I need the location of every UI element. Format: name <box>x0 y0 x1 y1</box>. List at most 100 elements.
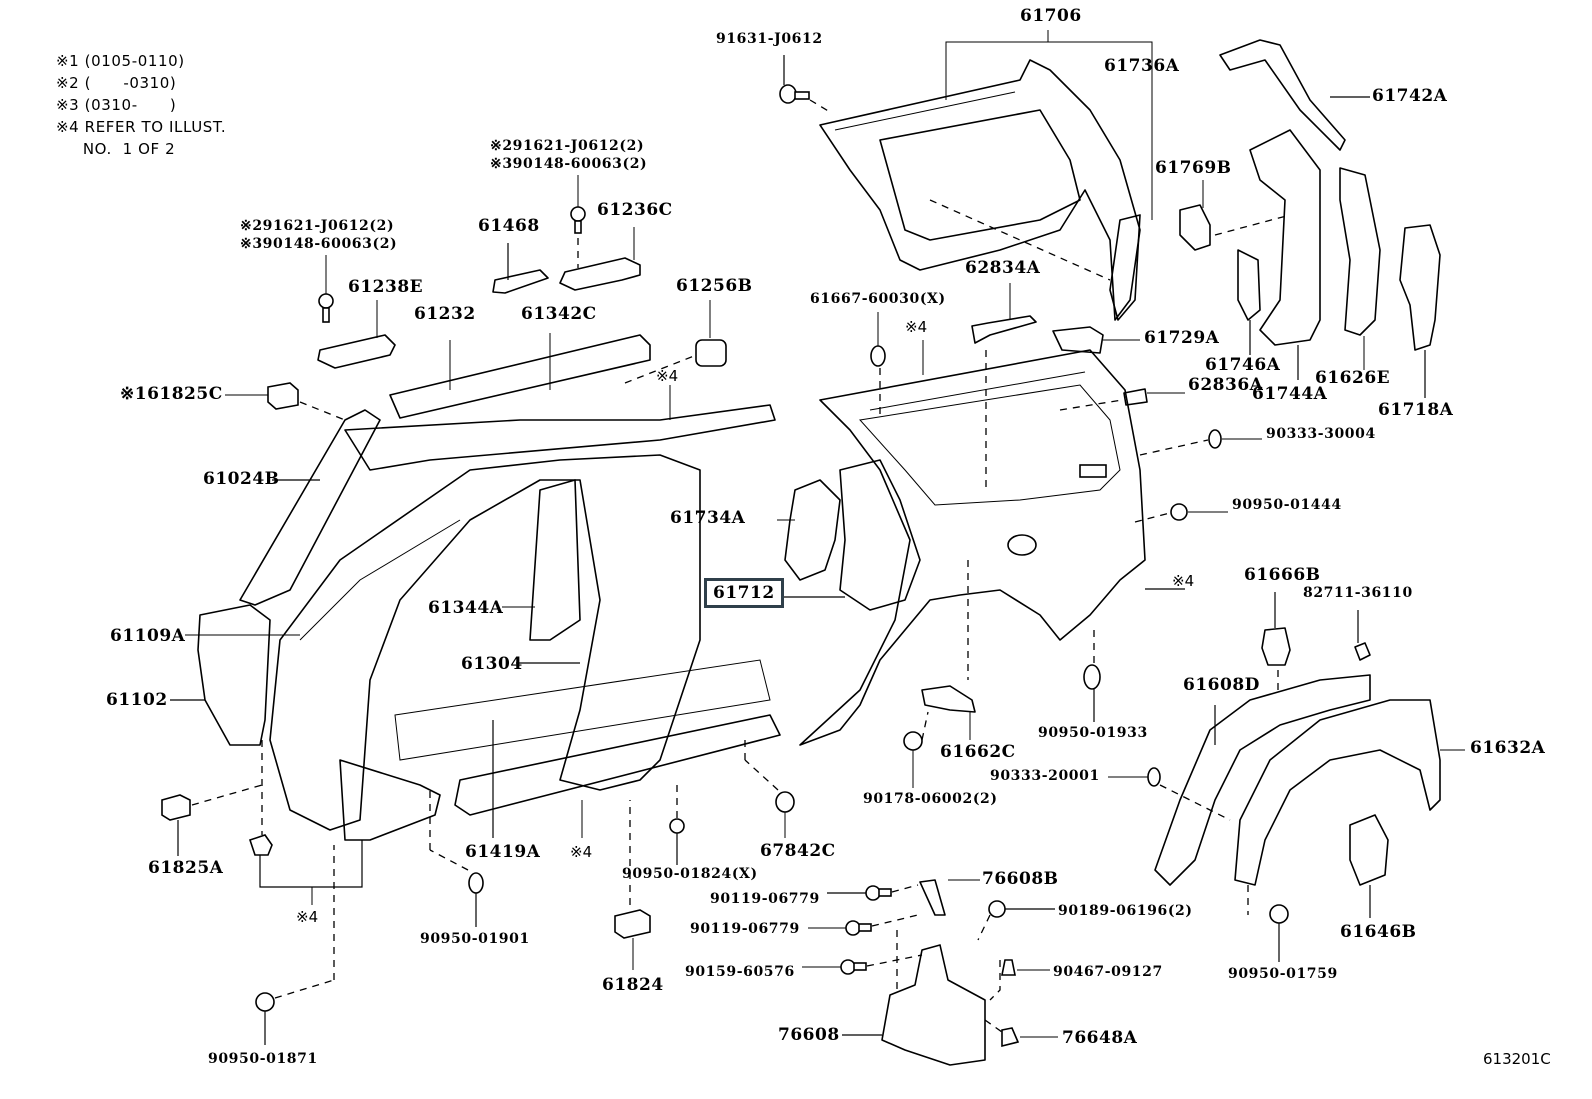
part-61736A[interactable] <box>1109 80 1153 321</box>
part-61632A-wheelhouse-outer[interactable] <box>1234 699 1465 915</box>
part-61646B[interactable] <box>1349 814 1389 918</box>
part-62834A[interactable] <box>971 283 1037 490</box>
part-90178-06002[interactable] <box>903 711 929 788</box>
part-90333-30004[interactable] <box>1139 429 1262 456</box>
callout-61742A[interactable]: 61742A <box>1372 86 1448 106</box>
callout-90333-30004[interactable]: 90333-30004 <box>1266 426 1376 442</box>
part-61468[interactable] <box>492 243 549 294</box>
callout-61825C[interactable]: ※161825C <box>120 384 223 404</box>
callout-61236C[interactable]: 61236C <box>597 200 673 220</box>
callout-61626E[interactable]: 61626E <box>1315 368 1391 388</box>
part-61825A[interactable] <box>161 784 263 856</box>
part-61769B[interactable] <box>1179 180 1291 251</box>
part-61667-60030[interactable] <box>870 312 886 420</box>
part-61824[interactable] <box>614 800 651 970</box>
part-61712-quarter-panel[interactable] <box>799 349 1146 746</box>
callout-61736A[interactable]: 61736A <box>1104 56 1180 76</box>
callout-61825A[interactable]: 61825A <box>148 858 224 878</box>
callout-91631-J0612[interactable]: 91631-J0612 <box>716 31 823 47</box>
callout-61608D[interactable]: 61608D <box>1183 675 1260 695</box>
part-61626E[interactable] <box>1339 167 1381 370</box>
callout-61632A[interactable]: 61632A <box>1470 738 1546 758</box>
part-61419A-rocker[interactable] <box>454 714 781 838</box>
callout-61102[interactable]: 61102 <box>106 690 168 710</box>
part-61024B-front-pillar[interactable] <box>239 404 776 606</box>
part-61706-quarter-frame[interactable] <box>819 30 1153 321</box>
callout-61344A[interactable]: 61344A <box>428 598 504 618</box>
part-61729A[interactable] <box>1052 326 1140 354</box>
part-61238E[interactable] <box>317 300 396 369</box>
part-61102-front-body[interactable] <box>170 604 271 746</box>
callout-61824[interactable]: 61824 <box>602 975 664 995</box>
callout-61746A[interactable]: 61746A <box>1205 355 1281 375</box>
callout-90189-06196[interactable]: 90189-06196(2) <box>1058 903 1193 919</box>
callout-61662C[interactable]: 61662C <box>940 742 1016 762</box>
part-90950-01444[interactable] <box>1134 503 1228 523</box>
part-61232-roof-rail[interactable] <box>389 334 651 419</box>
part-90950-01871[interactable] <box>255 845 335 1045</box>
part-90159-60576[interactable] <box>802 954 923 975</box>
callout-90950-01759[interactable]: 90950-01759 <box>1228 966 1338 982</box>
part-90950-01901[interactable] <box>429 790 484 927</box>
part-62836A[interactable] <box>1059 388 1185 411</box>
part-67842C[interactable] <box>744 735 795 838</box>
part-61256B[interactable] <box>624 300 727 384</box>
part-61608D-wheelhouse[interactable] <box>1154 674 1371 886</box>
part-90119-06779-b[interactable] <box>808 914 919 936</box>
part-61742A[interactable] <box>1219 39 1370 151</box>
callout-90950-01871[interactable]: 90950-01871 <box>208 1051 318 1067</box>
callout-90159-60576[interactable]: 90159-60576 <box>685 964 795 980</box>
part-90467-09127[interactable] <box>989 959 1050 1001</box>
callout-90950-01444[interactable]: 90950-01444 <box>1232 497 1342 513</box>
callout-62836A[interactable]: 62836A <box>1188 375 1264 395</box>
callout-90119-06779-a[interactable]: 90119-06779 <box>710 891 820 907</box>
callout-90950-01901[interactable]: 90950-01901 <box>420 931 530 947</box>
callout-76608[interactable]: 76608 <box>778 1025 840 1045</box>
callout-61744A[interactable]: 61744A <box>1252 384 1328 404</box>
part-body-side-inner[interactable] <box>269 454 771 831</box>
callout-61734A[interactable]: 61734A <box>670 508 746 528</box>
part-90950-01759[interactable] <box>1269 904 1289 962</box>
callout-61769B[interactable]: 61769B <box>1155 158 1232 178</box>
callout-76648A[interactable]: 76648A <box>1062 1028 1138 1048</box>
callout-61256B[interactable]: 61256B <box>676 276 753 296</box>
part-76608B[interactable] <box>919 879 980 916</box>
callout-90119-06779-b[interactable]: 90119-06779 <box>690 921 800 937</box>
part-61666B[interactable] <box>1261 592 1291 695</box>
part-61236C[interactable] <box>559 227 641 291</box>
callout-61468[interactable]: 61468 <box>478 216 540 236</box>
callout-61712-highlighted[interactable]: 61712 <box>704 578 784 608</box>
callout-90178-06002[interactable]: 90178-06002(2) <box>863 791 998 807</box>
callout-61232[interactable]: 61232 <box>414 304 476 324</box>
part-90950-01933[interactable] <box>1083 630 1101 722</box>
callout-61718A[interactable]: 61718A <box>1378 400 1454 420</box>
callout-61646B[interactable]: 61646B <box>1340 922 1417 942</box>
callout-61238E[interactable]: 61238E <box>348 277 424 297</box>
callout-61706[interactable]: 61706 <box>1020 6 1082 26</box>
part-61344A[interactable] <box>502 479 581 641</box>
callout-61304[interactable]: 61304 <box>461 654 523 674</box>
callout-91621-J0612-top[interactable]: ※291621-J0612(2) <box>490 138 645 154</box>
part-90333-20001[interactable] <box>1108 767 1231 821</box>
callout-91621-J0612-left[interactable]: ※291621-J0612(2) <box>240 218 395 234</box>
callout-62834A[interactable]: 62834A <box>965 258 1041 278</box>
callout-61024B[interactable]: 61024B <box>203 469 280 489</box>
part-61825C[interactable] <box>225 382 346 421</box>
callout-67842C[interactable]: 67842C <box>760 841 836 861</box>
part-76648A[interactable] <box>984 1019 1058 1048</box>
callout-90148-60063-top[interactable]: ※390148-60063(2) <box>490 156 648 172</box>
callout-61729A[interactable]: 61729A <box>1144 328 1220 348</box>
part-61744A[interactable] <box>1249 129 1321 380</box>
callout-90950-01824[interactable]: 90950-01824(X) <box>622 866 758 882</box>
callout-90148-60063-left[interactable]: ※390148-60063(2) <box>240 236 398 252</box>
callout-61109A[interactable]: 61109A <box>110 626 186 646</box>
callout-61667-60030[interactable]: 61667-60030(X) <box>810 291 946 307</box>
part-76608-mudguard[interactable] <box>842 930 986 1066</box>
callout-90950-01933[interactable]: 90950-01933 <box>1038 725 1148 741</box>
callout-90467-09127[interactable]: 90467-09127 <box>1053 964 1163 980</box>
part-61662C[interactable] <box>921 560 976 740</box>
part-90119-06779-a[interactable] <box>827 884 919 901</box>
callout-61419A[interactable]: 61419A <box>465 842 541 862</box>
callout-76608B[interactable]: 76608B <box>982 869 1059 889</box>
part-90189-06196[interactable] <box>977 900 1055 941</box>
